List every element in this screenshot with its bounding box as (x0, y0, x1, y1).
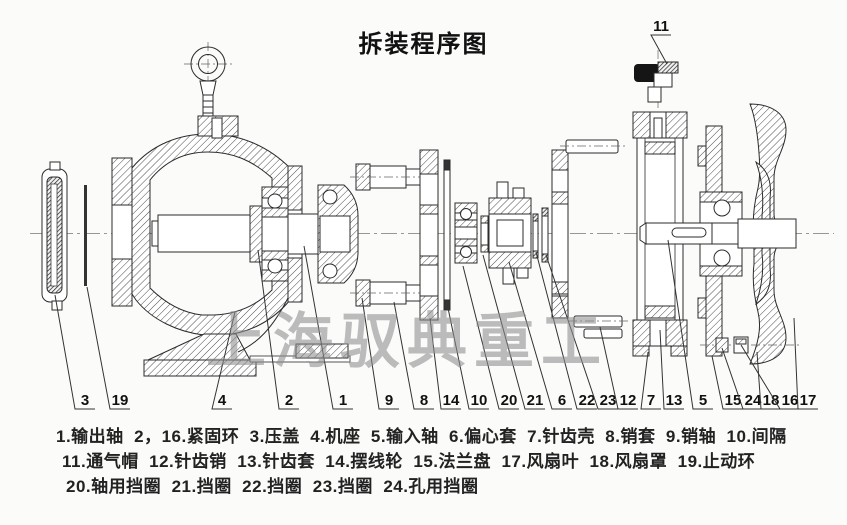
output-shaft-drawing (151, 184, 359, 284)
gear-pins-drawing (560, 139, 630, 339)
svg-text:6: 6 (558, 392, 566, 409)
lower-rings-drawing (700, 336, 800, 354)
eccentric-sleeve-drawing (488, 181, 532, 285)
breather-cap-drawing (634, 50, 679, 108)
callout-11: 11 (650, 18, 671, 65)
svg-text:22: 22 (579, 392, 596, 409)
parts-legend: 1.输出轴 2，16.紧固环 3.压盖 4.机座 5.输入轴 6.偏心套 7.针… (56, 424, 787, 499)
svg-text:5: 5 (699, 392, 707, 409)
bearing-retainer-drawing (454, 202, 489, 264)
callout-22: 22 (535, 251, 597, 410)
retaining-rings-drawing (532, 207, 549, 263)
callout-5: 5 (667, 239, 713, 410)
svg-text:9: 9 (385, 392, 393, 409)
legend-line-2: 11.通气帽 12.针齿销 13.针齿套 14.摆线轮 15.法兰盘 17.风扇… (62, 452, 756, 471)
callout-15: 15 (711, 355, 743, 410)
cycloid-wheel-drawing (419, 149, 439, 321)
svg-text:16: 16 (782, 392, 799, 409)
callout-13: 13 (659, 329, 684, 410)
callout-21: 21 (482, 254, 545, 410)
callout-4: 4 (211, 311, 236, 410)
svg-text:20: 20 (501, 392, 518, 409)
svg-text:21: 21 (527, 392, 544, 409)
svg-text:12: 12 (620, 392, 637, 409)
svg-text:10: 10 (471, 392, 488, 409)
svg-text:1: 1 (339, 392, 347, 409)
callout-7: 7 (640, 351, 661, 410)
callout-18: 18 (756, 351, 781, 410)
svg-text:11: 11 (653, 18, 669, 35)
ring-plate-drawing (551, 149, 569, 319)
page-title: 拆装程序图 (358, 31, 489, 58)
callout-10: 10 (447, 307, 489, 410)
callout-1: 1 (303, 245, 353, 410)
callout-6: 6 (508, 261, 572, 410)
legend-line-1: 1.输出轴 2，16.紧固环 3.压盖 4.机座 5.输入轴 6.偏心套 7.针… (56, 427, 787, 446)
svg-text:4: 4 (218, 392, 227, 409)
callout-3: 3 (54, 294, 95, 410)
callout-14: 14 (429, 317, 461, 410)
callout-16: 16 (740, 344, 800, 410)
callout-2: 2 (257, 249, 299, 410)
svg-text:24: 24 (745, 392, 762, 409)
svg-text:3: 3 (81, 392, 89, 409)
svg-text:23: 23 (600, 392, 617, 409)
callout-19: 19 (86, 286, 130, 410)
input-shaft-drawing (639, 218, 797, 249)
svg-text:2: 2 (285, 392, 293, 409)
svg-text:8: 8 (420, 392, 428, 409)
pressure-cover-drawing (41, 161, 68, 311)
legend-line-3: 20.轴用挡圈 21.挡圈 22.挡圈 23.挡圈 24.孔用挡圈 (66, 477, 479, 496)
svg-text:15: 15 (725, 392, 742, 409)
callout-8: 8 (393, 301, 434, 410)
callout-23: 23 (545, 254, 618, 410)
svg-text:7: 7 (647, 392, 655, 409)
svg-text:14: 14 (443, 392, 460, 409)
callout-12: 12 (599, 326, 638, 410)
callout-9: 9 (361, 297, 399, 410)
callout-20: 20 (462, 265, 519, 410)
svg-text:13: 13 (666, 392, 683, 409)
svg-text:18: 18 (763, 392, 780, 409)
stop-ring-drawing (84, 185, 87, 286)
svg-text:19: 19 (112, 392, 129, 409)
callout-24: 24 (721, 347, 763, 410)
svg-text:17: 17 (800, 392, 817, 409)
spacer-drawing (443, 159, 451, 311)
callout-17: 17 (793, 317, 818, 410)
